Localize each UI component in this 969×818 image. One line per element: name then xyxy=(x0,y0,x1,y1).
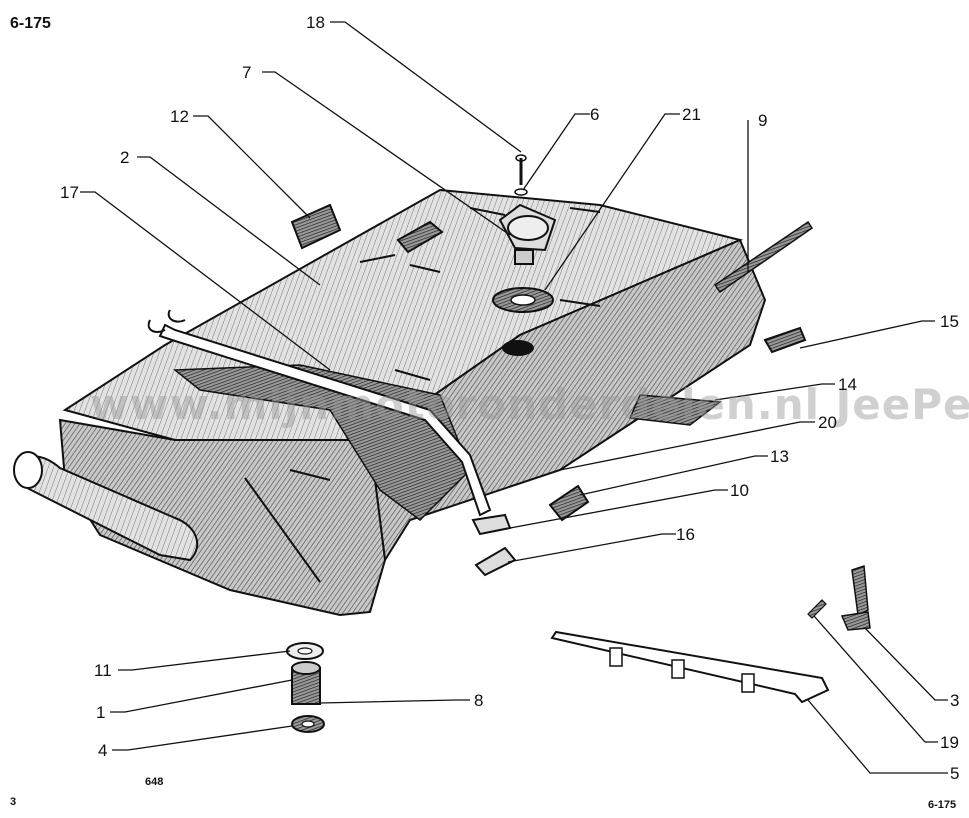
callout-19: 19 xyxy=(940,733,959,752)
callout-2: 2 xyxy=(120,148,130,167)
rubber-bushing xyxy=(548,484,590,522)
tank-bottom-pad xyxy=(628,394,722,426)
footer-page-reference: 6-175 xyxy=(928,799,957,811)
leader-2 xyxy=(137,156,321,286)
leader-5 xyxy=(807,699,948,774)
page-reference: 6-175 xyxy=(10,15,51,32)
clamp-bracket xyxy=(840,564,871,631)
callout-15: 15 xyxy=(940,312,959,331)
leader-18 xyxy=(330,21,522,153)
callout-5: 5 xyxy=(950,764,960,783)
callout-20: 20 xyxy=(818,413,837,432)
leader-15 xyxy=(799,320,935,349)
tank-outlet-hole xyxy=(502,340,534,356)
lock-washer xyxy=(514,188,528,196)
fuel-gauge-sender xyxy=(498,203,557,265)
strap-bracket xyxy=(474,546,517,577)
bolt xyxy=(807,599,827,619)
callout-10: 10 xyxy=(730,481,749,500)
leader-lines xyxy=(80,21,948,774)
callout-14: 14 xyxy=(838,375,857,394)
callout-6: 6 xyxy=(590,105,600,124)
leader-4 xyxy=(112,725,293,751)
leader-3 xyxy=(864,627,948,701)
callout-3: 3 xyxy=(950,691,960,710)
callout-21: 21 xyxy=(682,105,701,124)
callout-8: 8 xyxy=(474,691,484,710)
screw xyxy=(515,154,527,185)
leader-7 xyxy=(262,71,511,236)
callout-11: 11 xyxy=(94,661,112,680)
filler-neck-pipe xyxy=(13,451,199,562)
leader-20 xyxy=(559,421,815,471)
leader-12 xyxy=(193,115,311,219)
callout-4: 4 xyxy=(98,741,108,760)
vent-tube xyxy=(713,220,814,294)
footer-left-number: 3 xyxy=(10,796,17,808)
support-bar xyxy=(550,630,830,704)
leader-1 xyxy=(110,679,293,713)
callout-17: 17 xyxy=(60,183,79,202)
rubber-bumper xyxy=(290,203,342,250)
leader-10 xyxy=(509,489,728,529)
leader-8 xyxy=(319,699,470,704)
figure-number: 648 xyxy=(145,776,164,788)
strap-clip xyxy=(471,513,512,536)
leader-19 xyxy=(813,615,938,743)
callout-1: 1 xyxy=(96,703,106,722)
leader-14 xyxy=(714,383,835,401)
leader-11 xyxy=(118,650,291,671)
callout-16: 16 xyxy=(676,525,695,544)
leader-6 xyxy=(522,113,590,191)
felt-strip xyxy=(763,326,807,354)
leader-16 xyxy=(507,533,676,563)
callout-13: 13 xyxy=(770,447,789,466)
leader-13 xyxy=(579,455,768,496)
tank-strap xyxy=(147,309,492,517)
leader-17 xyxy=(80,191,331,371)
foam-pad xyxy=(396,220,444,254)
callout-7: 7 xyxy=(242,63,252,82)
callout-18: 18 xyxy=(306,13,325,32)
leader-21 xyxy=(544,113,680,291)
drain-plug-assembly xyxy=(286,642,325,733)
callout-9: 9 xyxy=(758,111,768,130)
tank-embossing xyxy=(244,207,601,583)
watermark: www.mijnmotoronderdelen.nl JeePee xyxy=(90,380,969,429)
sender-gasket xyxy=(492,287,554,313)
callout-12: 12 xyxy=(170,107,189,126)
